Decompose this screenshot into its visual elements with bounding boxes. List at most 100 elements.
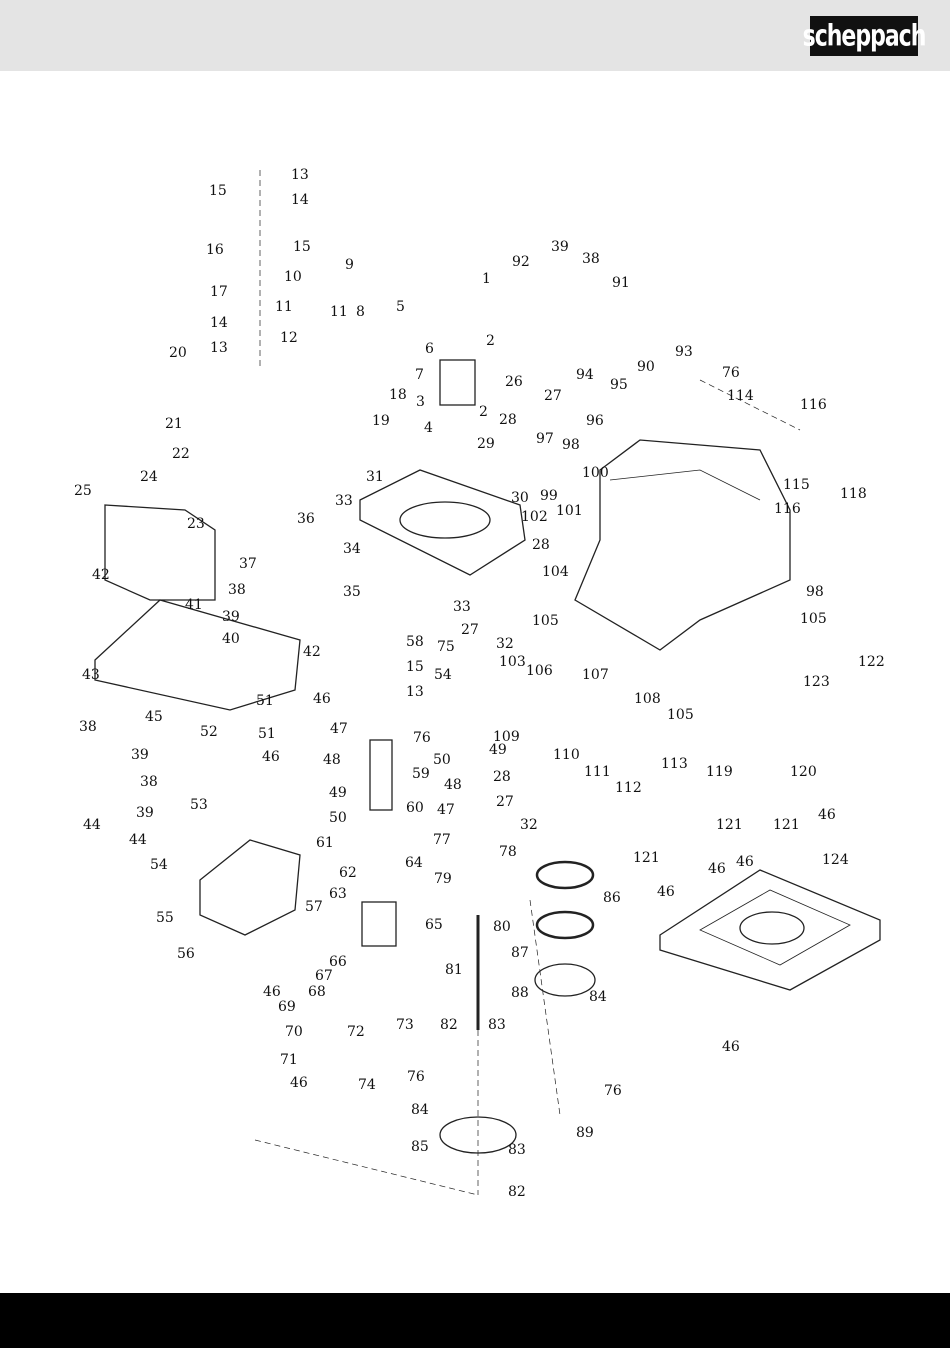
part-label: 44 [129, 832, 147, 848]
part-label: 38 [79, 719, 97, 735]
part-label: 2 [486, 333, 495, 349]
part-label: 62 [339, 865, 357, 881]
part-label: 8 [356, 304, 365, 320]
part-label: 14 [291, 192, 309, 208]
part-label: 108 [634, 691, 661, 707]
part-label: 47 [330, 721, 348, 737]
part-label: 33 [453, 599, 471, 615]
part-label: 5 [396, 299, 405, 315]
part-label: 16 [206, 242, 224, 258]
part-label: 105 [800, 611, 827, 627]
part-label: 39 [551, 239, 569, 255]
part-label: 57 [305, 899, 323, 915]
part-label: 46 [262, 749, 280, 765]
part-label: 105 [667, 707, 694, 723]
part-label: 41 [185, 597, 203, 613]
part-label: 54 [434, 667, 452, 683]
part-label: 86 [603, 890, 621, 906]
part-label: 80 [493, 919, 511, 935]
part-label: 106 [526, 663, 553, 679]
part-label: 37 [239, 556, 257, 572]
part-label: 111 [584, 764, 611, 780]
part-label: 25 [74, 483, 92, 499]
part-label: 46 [313, 691, 331, 707]
part-label: 78 [499, 844, 517, 860]
part-label: 122 [858, 654, 885, 670]
part-label: 45 [145, 709, 163, 725]
part-label: 28 [532, 537, 550, 553]
part-label: 103 [499, 654, 526, 670]
part-label: 44 [83, 817, 101, 833]
part-label: 109 [493, 729, 520, 745]
part-label: 113 [661, 756, 688, 772]
part-label: 32 [520, 817, 538, 833]
part-label: 51 [256, 693, 274, 709]
part-label: 124 [822, 852, 849, 868]
part-label: 76 [604, 1083, 622, 1099]
part-label: 84 [411, 1102, 429, 1118]
part-label: 114 [727, 388, 754, 404]
part-label: 14 [210, 315, 228, 331]
part-label: 46 [818, 807, 836, 823]
part-label: 28 [493, 769, 511, 785]
part-label: 91 [612, 275, 630, 291]
part-label: 56 [177, 946, 195, 962]
part-label: 112 [615, 780, 642, 796]
part-label: 32 [496, 636, 514, 652]
part-label: 76 [413, 730, 431, 746]
part-label: 79 [434, 871, 452, 887]
part-label: 73 [396, 1017, 414, 1033]
part-label: 98 [806, 584, 824, 600]
part-label: 83 [508, 1142, 526, 1158]
part-label: 72 [347, 1024, 365, 1040]
part-label: 46 [657, 884, 675, 900]
part-label: 21 [165, 416, 183, 432]
part-label: 50 [329, 810, 347, 826]
footer-bar [0, 1293, 950, 1348]
part-label: 81 [445, 962, 463, 978]
part-label: 61 [316, 835, 334, 851]
part-label: 90 [637, 359, 655, 375]
part-label: 31 [366, 469, 384, 485]
part-label: 42 [303, 644, 321, 660]
part-label: 85 [411, 1139, 429, 1155]
base-plate-124 [659, 869, 881, 991]
part-label: 116 [800, 397, 827, 413]
part-label: 77 [433, 832, 451, 848]
part-label: 43 [82, 667, 100, 683]
part-label: 60 [406, 800, 424, 816]
part-label: 118 [840, 486, 867, 502]
part-label: 51 [258, 726, 276, 742]
part-label: 46 [736, 854, 754, 870]
part-label: 49 [489, 742, 507, 758]
top-plate-30 [359, 469, 526, 576]
part-label: 54 [150, 857, 168, 873]
part-label: 1 [482, 271, 491, 287]
part-label: 71 [280, 1052, 298, 1068]
part-label: 102 [521, 509, 548, 525]
part-label: 15 [293, 239, 311, 255]
part-label: 100 [582, 465, 609, 481]
part-label: 88 [511, 985, 529, 1001]
header-bar: scheppach [0, 0, 950, 71]
part-label: 13 [210, 340, 228, 356]
part-label: 87 [511, 945, 529, 961]
part-label: 10 [284, 269, 302, 285]
part-label: 11 [330, 304, 348, 320]
part-label: 96 [586, 413, 604, 429]
part-label: 46 [722, 1039, 740, 1055]
part-label: 98 [562, 437, 580, 453]
part-label: 67 [315, 968, 333, 984]
part-label: 68 [308, 984, 326, 1000]
part-label: 82 [440, 1017, 458, 1033]
part-label: 50 [433, 752, 451, 768]
part-label: 46 [290, 1075, 308, 1091]
part-label: 29 [477, 436, 495, 452]
part-label: 7 [415, 367, 424, 383]
part-label: 24 [140, 469, 158, 485]
part-label: 38 [582, 251, 600, 267]
part-label: 6 [425, 341, 434, 357]
part-label: 123 [803, 674, 830, 690]
part-label: 69 [278, 999, 296, 1015]
